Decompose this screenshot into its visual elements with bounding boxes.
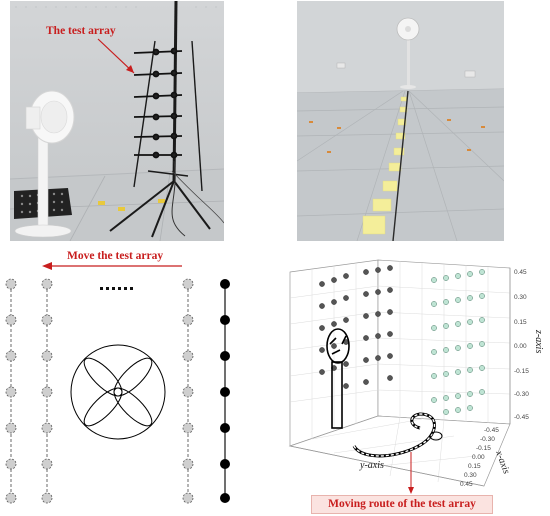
y-axis-label: y-axis <box>359 460 384 471</box>
schematic-diagram: Move the test array <box>0 246 250 516</box>
route-photo <box>297 1 504 241</box>
svg-text:0.45: 0.45 <box>514 269 527 276</box>
fan-symbol <box>70 344 166 440</box>
svg-text:-0.30: -0.30 <box>514 391 529 398</box>
z-axis-label: z-axis <box>533 329 544 353</box>
move-label: Move the test array <box>67 250 163 262</box>
test-array-photo: The test array <box>10 1 224 241</box>
x-axis-ticks: -0.45 -0.30 -0.15 0.00 0.15 0.30 0.45 <box>460 427 499 488</box>
x-axis-label: x-axis <box>493 448 512 475</box>
svg-text:0.45: 0.45 <box>460 481 473 488</box>
svg-text:0.15: 0.15 <box>514 319 527 326</box>
moving-route-label: Moving route of the test array <box>311 495 493 514</box>
z-axis-ticks: 0.45 0.30 0.15 0.00 -0.15 -0.30 -0.45 <box>514 269 529 421</box>
svg-text:-0.30: -0.30 <box>480 436 495 443</box>
measurement-3d-plot: 0.45 0.30 0.15 0.00 -0.15 -0.30 -0.45 -0… <box>270 246 550 516</box>
svg-text:0.00: 0.00 <box>472 454 485 461</box>
fan-distant-photo <box>396 17 420 89</box>
svg-text:0.30: 0.30 <box>464 472 477 479</box>
fan-model-3d <box>326 328 350 429</box>
test-array-label: The test array <box>46 25 116 37</box>
svg-text:-0.45: -0.45 <box>484 427 499 434</box>
svg-text:-0.15: -0.15 <box>514 368 529 375</box>
fan-photo <box>14 90 75 238</box>
svg-text:0.00: 0.00 <box>514 343 527 350</box>
svg-text:0.30: 0.30 <box>514 294 527 301</box>
svg-text:-0.45: -0.45 <box>514 414 529 421</box>
svg-text:0.15: 0.15 <box>468 463 481 470</box>
annotation-arrow <box>97 38 135 74</box>
svg-text:-0.15: -0.15 <box>476 445 491 452</box>
